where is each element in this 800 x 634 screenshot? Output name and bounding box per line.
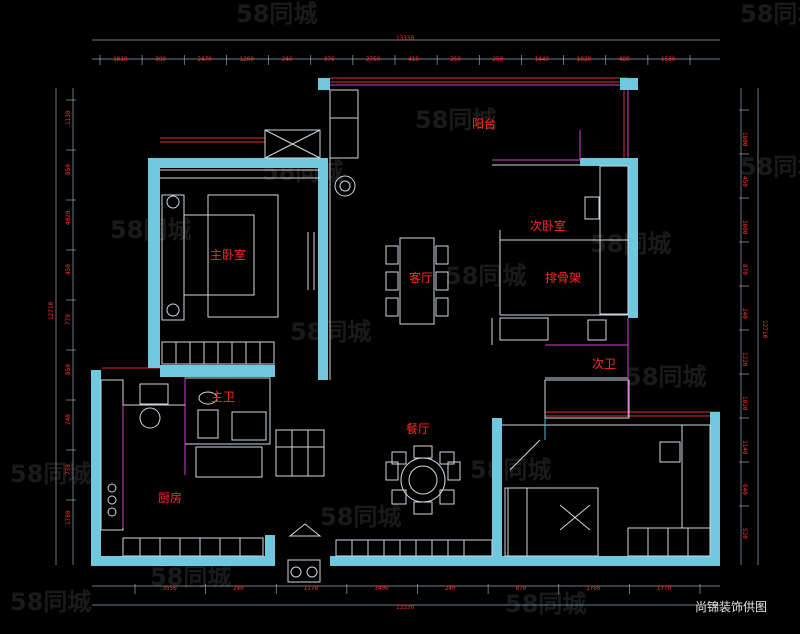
dim-bottom-total: 13330 [396,604,414,611]
dim-right-segment: 1140 [741,440,748,455]
dim-right-segment: 240 [741,308,748,319]
room-label-second-bath: 次卫 [592,357,616,371]
watermark: 58同城 [320,503,401,531]
walls [91,78,720,566]
balcony-railing [102,77,720,417]
dim-left-segment: 240 [65,414,72,425]
dim-top-segment: 2750 [366,56,381,63]
dim-left-segment: 1130 [65,110,72,125]
image-caption: 尚锦装饰供图 [695,600,768,614]
dim-left-segment: 4020 [65,210,72,225]
watermark: 58同城 [415,106,496,134]
room-labels: 阳台 主卧室 客厅 次卧室 排骨架 次卫 主卫 餐厅 厨房 [158,116,616,505]
dim-right-segment: 640 [741,484,748,495]
dim-left-total: 12710 [48,302,55,320]
watermark: 58同城 [10,460,91,488]
room-label-balcony: 阳台 [472,116,496,131]
dim-bottom-segment: 1770 [657,585,672,592]
dim-top-segment: 370 [324,56,335,63]
dim-left-segment: 770 [65,464,72,475]
dim-top-segment: 380 [155,56,166,63]
dim-right-total: 12710 [761,320,768,338]
dim-top-segment: 1010 [113,56,128,63]
watermark: 58同城 [445,262,526,290]
room-label-living-room: 客厅 [409,270,433,285]
watermark: 58同城 [290,318,371,346]
dim-top-segment: 2470 [197,56,212,63]
dim-left-segment: 850 [65,164,72,175]
watermarks: 58同城 58同城 58同城 58同城 58同城 58同城 58同城 58同城 … [10,0,800,618]
dim-bottom-segment: 3550 [162,585,177,592]
room-label-second-bedroom: 次卧室 [530,218,566,233]
dim-top-segment: 480 [619,56,630,63]
dim-left-segment: 450 [65,264,72,275]
watermark: 58同城 [740,153,800,181]
dim-right-segment: 870 [741,264,748,275]
dim-bottom-segment: 240 [233,585,244,592]
room-label-bone-rack: 排骨架 [545,271,581,285]
dim-left-segment: 850 [65,364,72,375]
dim-bottom-segment: 1760 [586,585,601,592]
dim-top-segment: 240 [282,56,293,63]
dim-top-segment: 250 [492,56,503,63]
dimension-lines [55,39,759,606]
watermark: 58同城 [505,590,586,618]
dim-right-segment: 1020 [741,396,748,411]
room-label-master-bedroom: 主卧室 [210,247,246,262]
dim-top-segment: 1530 [661,56,676,63]
dim-top-segment: 410 [408,56,419,63]
dim-top-segment: 1200 [240,56,255,63]
dimension-texts: 13330 13330 1010 380 2470 1200 240 370 2750 410… [48,35,768,611]
dim-top-segment: 1020 [577,56,592,63]
room-label-master-bath: 主卫 [211,390,235,404]
room-label-kitchen: 厨房 [158,490,182,505]
dim-right-segment: 450 [741,176,748,187]
dim-left-segment: 1780 [65,510,72,525]
dim-left-segment: 770 [65,314,72,325]
dim-bottom-segment: 1170 [304,585,319,592]
dim-top-segment: 1440 [535,56,550,63]
interior-lines [100,89,711,583]
dim-bottom-segment: 3400 [374,585,389,592]
dim-top-segment: 250 [450,56,461,63]
dim-right-segment: 520 [741,528,748,539]
dim-right-segment: 3000 [741,220,748,235]
watermark: 58同城 [10,588,91,616]
dim-bottom-segment: 870 [515,585,526,592]
dim-right-segment: 1220 [741,352,748,367]
dim-top-total: 13330 [396,35,414,42]
dim-right-segment: 1800 [741,132,748,147]
room-label-dining-room: 餐厅 [406,421,430,436]
dim-bottom-segment: 240 [445,585,456,592]
watermark: 58同城 [236,0,317,28]
watermark: 58同城 [625,363,706,391]
watermark: 58同城 [740,0,800,28]
